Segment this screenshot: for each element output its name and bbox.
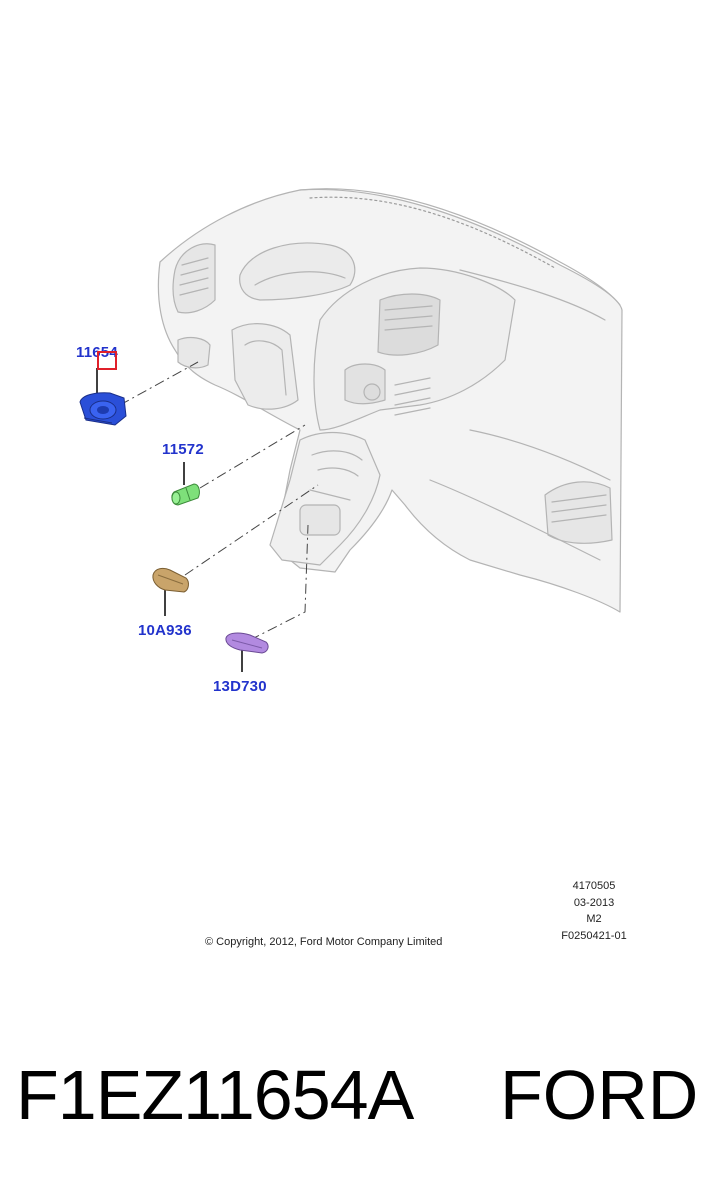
callout-10a936[interactable]: 10A936 [138,622,192,639]
callout-11654[interactable]: 11654 [76,344,118,361]
leader-line-10a936 [184,484,319,576]
leader-line-13d730 [249,524,309,641]
leader-line-11654 [119,361,199,406]
left-vent [172,243,216,314]
metadata-line-2: 03-2013 [573,896,615,909]
steering-column-opening [231,323,299,410]
defroster-strip [299,188,621,306]
center-display [377,293,441,356]
part-13d730-lamp [225,632,269,654]
headlamp-switch-opening [177,336,211,369]
brand-title: FORD [500,1056,699,1134]
instrument-hood [239,242,356,301]
callout-highlight-box [97,351,117,370]
callout-13d730[interactable]: 13D730 [213,678,267,695]
part-number-title: F1EZ11654A [16,1056,414,1134]
metadata-block: 4170505 03-2013 M2 F0250421-01 [544,878,644,944]
metadata-line-4: F0250421-01 [561,929,627,942]
part-10a936-trim [152,567,189,593]
lower-console [269,431,381,566]
metadata-line-3: M2 [586,913,602,925]
part-11572-connector [171,483,200,506]
leader-line-11572 [199,424,306,489]
part-11654-headlamp-switch [79,392,127,426]
callout-11572[interactable]: 11572 [162,441,204,458]
right-vent [544,481,613,544]
copyright-text: © Copyright, 2012, Ford Motor Company Li… [205,936,443,948]
metadata-line-1: 4170505 [572,880,616,892]
